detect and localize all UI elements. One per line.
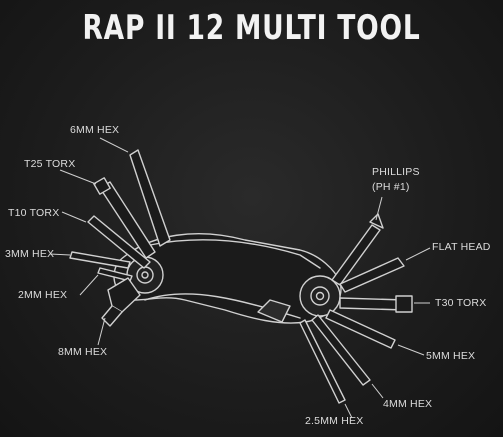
tool-t30-torx [339,297,406,311]
label-6mm-hex: 6MM HEX [70,124,120,136]
label-phillips-line1: PHILLIPS [372,166,420,178]
tool-body [113,233,342,324]
label-3mm-hex: 3MM HEX [5,248,55,260]
tool-4mm-hex [311,314,371,386]
lezyne-logo-badge [257,299,291,323]
label-8mm-hex: 8MM HEX [58,346,108,358]
tool-2-5mm-hex [299,319,346,404]
page-title: RAP II 12 MULTI TOOL [82,8,421,48]
tool-8mm-hex [107,277,141,313]
right-pivot [299,275,341,317]
tool-6mm-hex [129,149,171,247]
label-2mm-hex: 2MM HEX [18,289,68,301]
label-flat-head: FLAT HEAD [432,241,491,253]
label-t30-torx: T30 TORX [435,297,487,309]
label-5mm-hex: 5MM HEX [426,350,476,362]
label-t10-torx: T10 TORX [8,207,60,219]
label-t25-torx: T25 TORX [24,158,76,170]
label-phillips-line2: (PH #1) [372,181,410,193]
tool-5mm-hex [325,309,396,349]
label-4mm-hex: 4MM HEX [383,398,433,410]
label-2-5mm-hex: 2.5MM HEX [305,415,364,427]
tool-flat-head [339,257,405,293]
tool-t10-torx [87,215,151,269]
tool-3mm-hex [69,251,131,269]
